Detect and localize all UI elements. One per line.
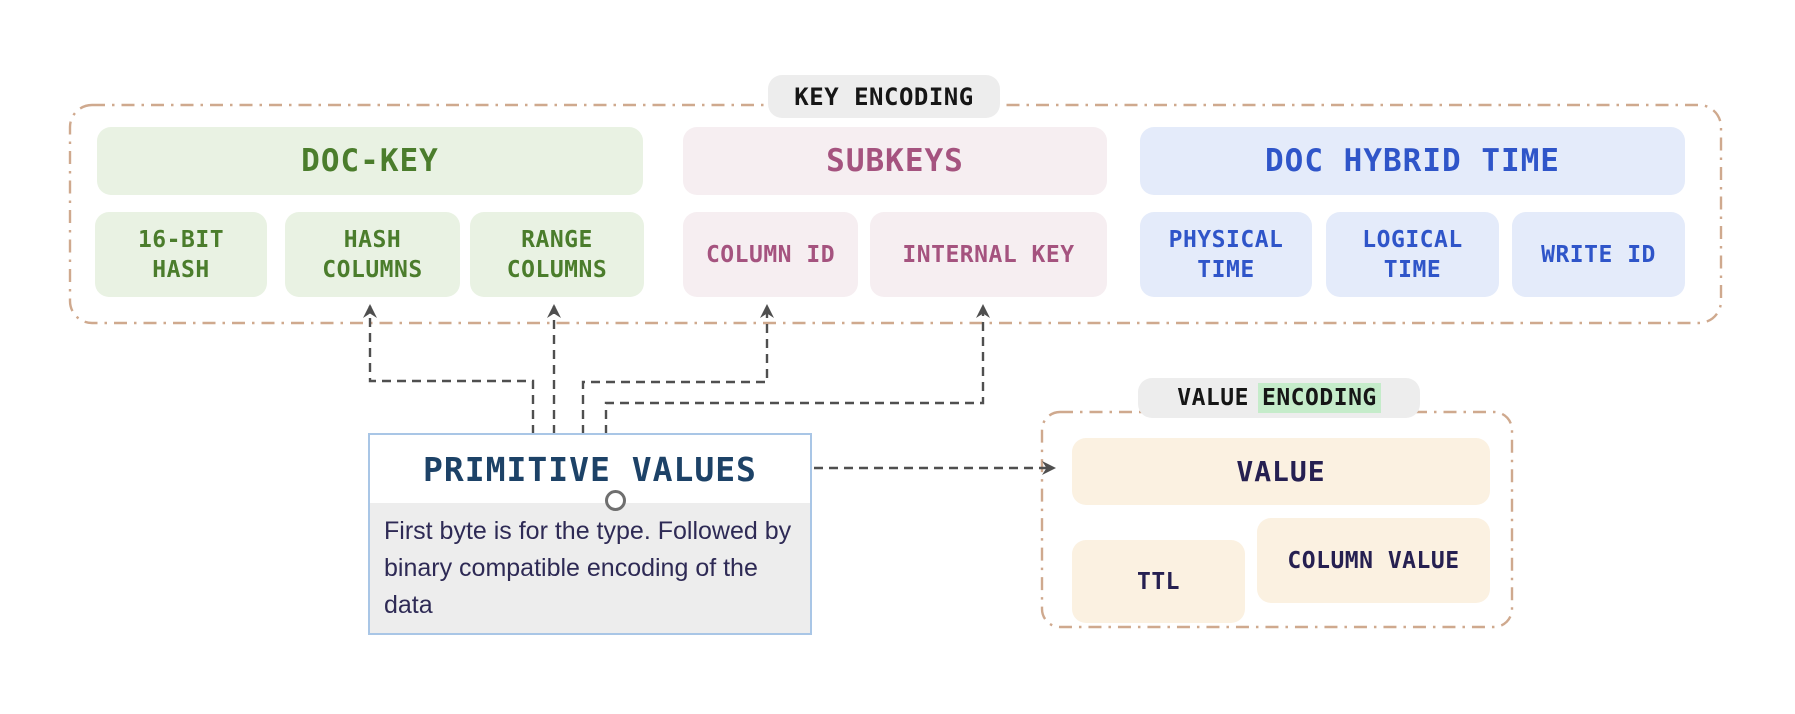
subkeys-title: SUBKEYS bbox=[826, 143, 964, 179]
box-label-line: COLUMN ID bbox=[705, 241, 836, 268]
doc-hybrid-time-title: DOC HYBRID TIME bbox=[1265, 143, 1560, 179]
box-label-line: TIME bbox=[1197, 256, 1255, 283]
box-label-line: INTERNAL KEY bbox=[902, 241, 1075, 268]
primitive-values-title: PRIMITIVE VALUES bbox=[423, 449, 757, 489]
description-line: encoding of the data bbox=[384, 554, 758, 619]
box-column-id: COLUMN ID bbox=[683, 212, 858, 297]
primitive-values-header: PRIMITIVE VALUES bbox=[370, 435, 810, 503]
primitive-values-card: PRIMITIVE VALUES First byte is for the t… bbox=[368, 433, 812, 635]
description-line: Followed by binary compatible bbox=[384, 517, 792, 582]
box-write-id: WRITE ID bbox=[1512, 212, 1685, 297]
box-logical-time: LOGICAL TIME bbox=[1326, 212, 1499, 297]
box-internal-key: INTERNAL KEY bbox=[870, 212, 1107, 297]
connector-to-internal-key bbox=[604, 304, 990, 434]
subkeys-header: SUBKEYS bbox=[683, 127, 1107, 195]
box-label-line: 16-BIT bbox=[137, 226, 225, 253]
connector-to-hash-columns bbox=[363, 304, 535, 434]
box-label-line: LOGICAL bbox=[1362, 226, 1463, 253]
doc-key-title: DOC-KEY bbox=[301, 143, 439, 179]
box-label-line: TIME bbox=[1383, 256, 1442, 283]
box-range-columns: RANGE COLUMNS bbox=[470, 212, 644, 297]
box-ttl: TTL bbox=[1072, 540, 1245, 623]
box-hash-columns: HASH COLUMNS bbox=[285, 212, 460, 297]
value-encoding-label-highlight: ENCODING bbox=[1257, 383, 1381, 413]
connector-to-column-id bbox=[581, 304, 774, 434]
box-value: VALUE bbox=[1072, 438, 1490, 505]
box-column-value: COLUMN VALUE bbox=[1257, 518, 1490, 603]
doc-hybrid-time-header: DOC HYBRID TIME bbox=[1140, 127, 1685, 195]
value-encoding-label: VALUE ENCODING bbox=[1138, 378, 1420, 418]
value-encoding-label-plain: VALUE bbox=[1177, 385, 1249, 411]
box-label-line: RANGE bbox=[521, 226, 593, 253]
box-label-line: COLUMN VALUE bbox=[1287, 547, 1460, 574]
connector-port-icon bbox=[605, 490, 626, 511]
box-label-line: COLUMNS bbox=[506, 256, 608, 283]
key-encoding-label-text: KEY ENCODING bbox=[794, 82, 974, 111]
description-line: First byte is for the type. bbox=[384, 517, 651, 545]
box-label-line: WRITE ID bbox=[1541, 241, 1656, 268]
box-label-line: COLUMNS bbox=[322, 256, 423, 283]
box-label-line: PHYSICAL bbox=[1168, 226, 1284, 253]
box-label-line: HASH bbox=[152, 256, 210, 283]
box-16-bit-hash: 16-BIT HASH bbox=[95, 212, 267, 297]
box-label-line: HASH bbox=[343, 226, 402, 253]
box-label-line: VALUE bbox=[1236, 455, 1326, 488]
box-label-line: TTL bbox=[1136, 568, 1181, 595]
primitive-values-description: First byte is for the type. Followed by … bbox=[370, 503, 810, 633]
doc-key-header: DOC-KEY bbox=[97, 127, 643, 195]
key-encoding-label: KEY ENCODING bbox=[768, 75, 1000, 118]
box-physical-time: PHYSICAL TIME bbox=[1140, 212, 1312, 297]
